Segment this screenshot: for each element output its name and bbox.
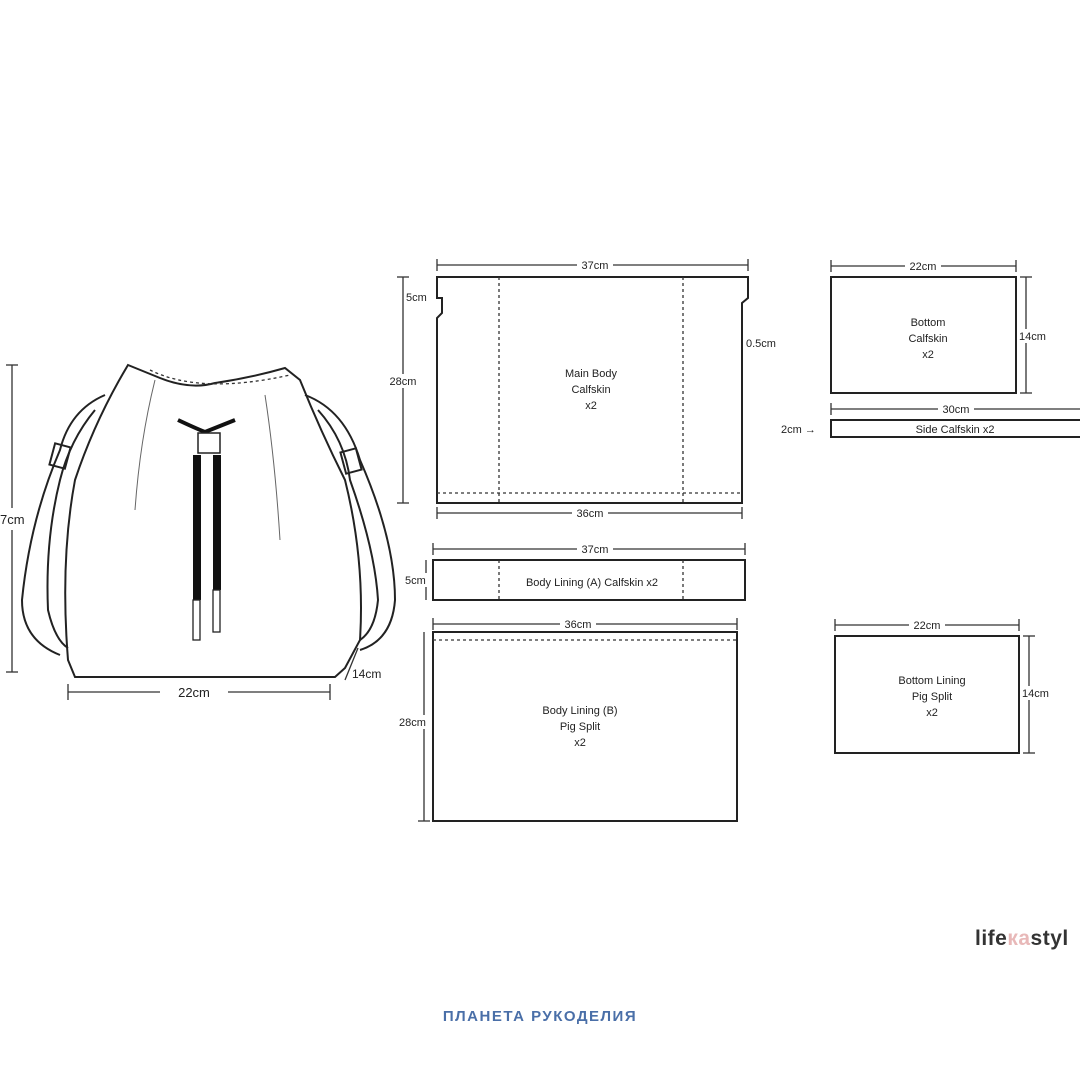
bottom-lining-width: 22cm [914,620,941,632]
lining-b-material: Pig Split [560,721,600,733]
main-body-fold: 5cm [406,292,427,304]
brand-logo: lifeкаstyl [975,927,1069,951]
bottom-height: 14cm [1019,331,1046,343]
logo-right: styl [1030,927,1069,950]
main-body-qty: x2 [585,400,597,412]
main-body-piece [397,259,749,519]
lining-b-height: 28cm [399,717,426,729]
bottom-name: Bottom [911,317,946,329]
side-width: 30cm [943,404,970,416]
main-body-material: Calfskin [571,384,610,396]
main-body-top-width: 37cm [582,260,609,272]
main-body-notch: 0.5cm [746,338,776,350]
footer-watermark: ПЛАНЕТА РУКОДЕЛИЯ [442,1008,638,1025]
bottom-lining-height: 14cm [1022,688,1049,700]
bag-illustration [6,363,397,700]
bag-width-label: 22cm [178,685,210,700]
bag-height-label: 7cm [0,512,25,527]
main-body-height: 28cm [390,376,417,388]
lining-a-height: 5cm [405,575,426,587]
lining-b-name: Body Lining (B) [542,705,617,717]
main-body-bottom-width: 36cm [577,508,604,520]
lining-b-width: 36cm [565,619,592,631]
lining-a-label: Body Lining (A) Calfskin x2 [526,577,658,589]
bottom-lining-name: Bottom Lining [898,675,965,687]
main-body-name: Main Body [565,368,617,380]
bottom-lining-material: Pig Split [912,691,952,703]
bottom-qty: x2 [922,349,934,361]
bottom-material: Calfskin [908,333,947,345]
bottom-lining-qty: x2 [926,707,938,719]
lining-b-qty: x2 [574,737,586,749]
bag-depth-label: 14cm [352,667,381,681]
logo-left: life [975,927,1008,950]
bottom-lining-piece [834,619,1035,754]
logo-mid: ка [1007,927,1031,950]
side-height: 2cm → [781,424,816,436]
bottom-width: 22cm [910,261,937,273]
side-label: Side Calfskin x2 [916,424,995,436]
lining-a-width: 37cm [582,544,609,556]
lining-b-piece [418,618,738,822]
